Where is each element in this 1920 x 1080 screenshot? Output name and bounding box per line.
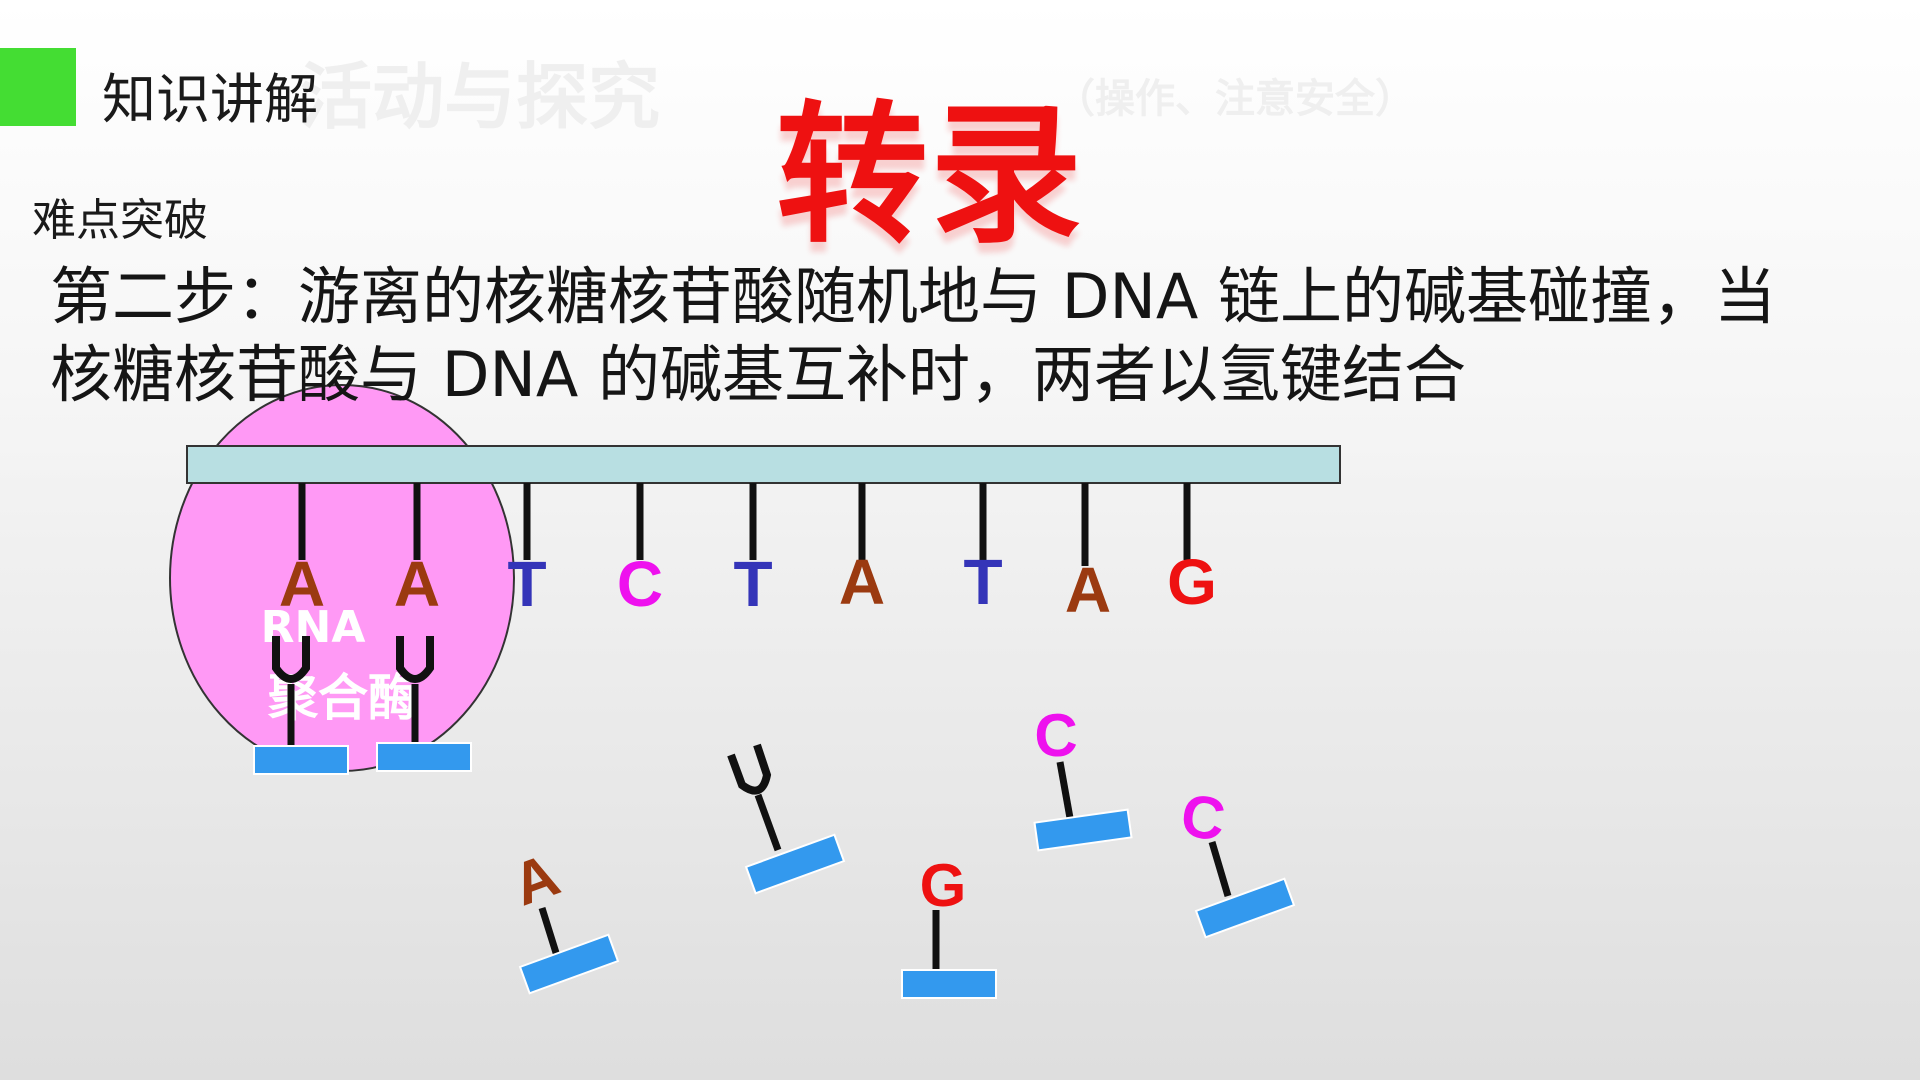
dna-base: T — [733, 548, 772, 620]
ghost-title: 活动与探究 — [300, 55, 661, 139]
paired-nucleotide — [376, 636, 472, 772]
section-label: 知识讲解 — [102, 68, 318, 131]
ribose-sugar — [518, 933, 620, 995]
dna-base: A — [279, 548, 325, 620]
section-marker — [0, 48, 76, 126]
uracil-fork — [727, 743, 772, 795]
free-nucleotide-c: C — [1033, 702, 1133, 852]
dna-bases: A A T C T A T A G — [279, 483, 1217, 626]
nucleotide-stem — [754, 793, 782, 852]
nucleotide-base: C — [1034, 702, 1077, 769]
step-description: 第二步：游离的核糖核苷酸随机地与 DNA 链上的碱基碰撞，当核糖核苷酸与 DNA… — [50, 260, 1776, 411]
dna-base: A — [1065, 554, 1111, 626]
nucleotide-base: G — [920, 852, 967, 919]
uracil-fork — [272, 636, 310, 683]
dna-base: A — [394, 548, 440, 620]
free-nucleotide-u — [727, 743, 846, 895]
dna-base: A — [839, 546, 885, 618]
dna-strand — [186, 445, 1341, 484]
nucleotide-base: A — [504, 841, 568, 919]
nucleotide-stem — [1208, 841, 1232, 897]
ribose-sugar — [901, 969, 997, 999]
ribose-sugar — [1194, 877, 1296, 939]
dna-base: G — [1167, 546, 1217, 618]
nucleotide-stem — [538, 906, 561, 958]
paired-nucleotide — [253, 636, 349, 775]
sub-heading: 难点突破 — [32, 195, 208, 246]
ribose-sugar — [253, 745, 349, 775]
nucleotide-base: C — [1177, 781, 1229, 853]
ribose-sugar — [376, 742, 472, 772]
free-nucleotide-c: C — [1177, 781, 1296, 939]
ghost-subtitle: （操作、注意安全） — [1055, 76, 1415, 122]
ribose-sugar — [1033, 808, 1133, 852]
free-nucleotide-a: A — [504, 841, 620, 995]
uracil-fork — [396, 636, 434, 683]
dna-base: T — [507, 548, 546, 620]
ribose-sugar — [744, 833, 846, 895]
nucleotide-stem — [1056, 761, 1074, 819]
dna-base: T — [963, 546, 1002, 618]
dna-base: C — [617, 548, 663, 620]
free-nucleotide-g: G — [901, 852, 997, 999]
slide-title: 转录 — [776, 87, 1084, 264]
